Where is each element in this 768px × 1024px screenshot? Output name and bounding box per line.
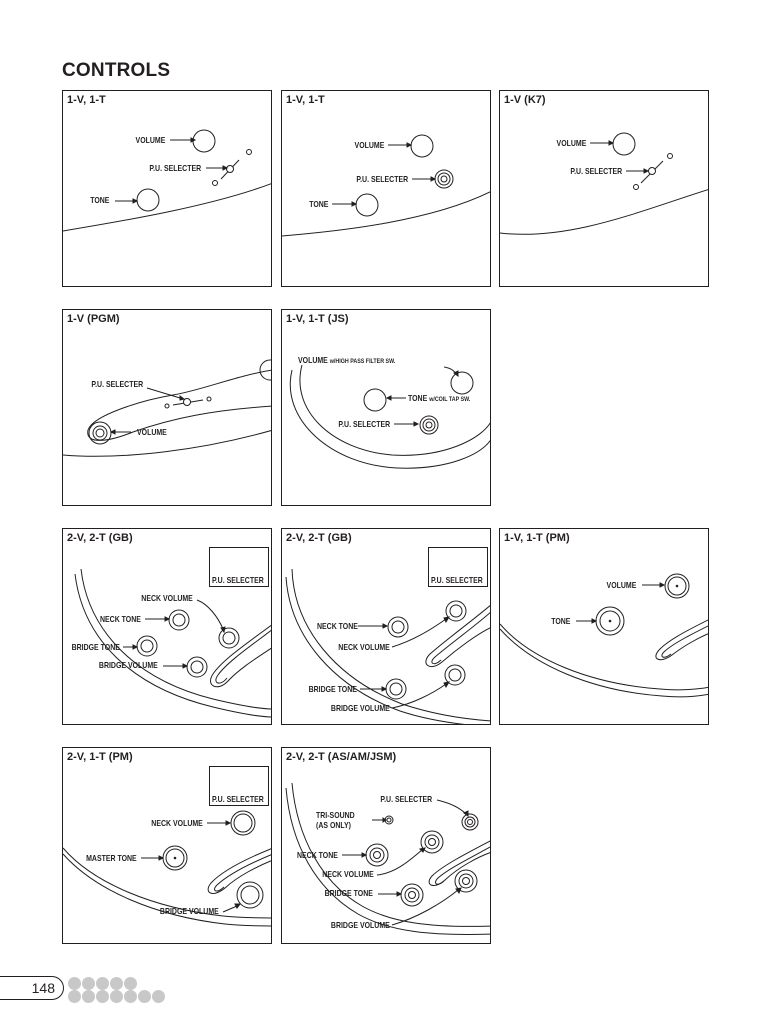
diagram-1v-pgm: 1-V (PGM) P.U. SELECTER VOLUME xyxy=(62,309,272,506)
diagram-2v-2t-as-am-jsm: 2-V, 2-T (AS/AM/JSM) P.U. SELECTER TRI-S… xyxy=(281,747,491,944)
label-tone: TONE xyxy=(308,199,328,209)
footer-dot xyxy=(68,990,81,1003)
label-pu-selecter: P.U. SELECTER xyxy=(338,419,390,429)
label-tri-sound: TRI-SOUND(AS ONLY) xyxy=(316,810,355,830)
panel-title: 1-V, 1-T (JS) xyxy=(286,313,349,325)
label-pu-selecter: P.U. SELECTER xyxy=(356,174,408,184)
panel-title: 2-V, 1-T (PM) xyxy=(67,751,133,763)
label-pu-selecter: P.U. SELECTER xyxy=(212,575,264,585)
panel-title: 1-V, 1-T (PM) xyxy=(504,532,570,544)
label-bridge-volume: BRIDGE VOLUME xyxy=(160,906,219,916)
label-neck-volume: NECK VOLUME xyxy=(338,642,390,652)
label-volume: VOLUME xyxy=(354,140,384,150)
footer-dot xyxy=(96,977,109,990)
diagram-1v-1t-a: 1-V, 1-T VOLUME P.U. SELECTER TONE xyxy=(62,90,272,287)
panel-title: 2-V, 2-T (GB) xyxy=(67,532,133,544)
page-title: CONTROLS xyxy=(62,60,171,81)
panel-title: 1-V, 1-T xyxy=(286,94,325,106)
pu-selecter-box: P.U. SELECTER xyxy=(209,547,269,587)
label-neck-tone: NECK TONE xyxy=(297,850,338,860)
diagram-1v-1t-b: 1-V, 1-T VOLUME P.U. SELECTER TONE xyxy=(281,90,491,287)
diagram-1v-1t-pm: 1-V, 1-T (PM) VOLUME TONE xyxy=(499,528,709,725)
footer-dot xyxy=(68,977,81,990)
diagram-1v-1t-js: 1-V, 1-T (JS) VOLUME w/HIGH PASS FILTER … xyxy=(281,309,491,506)
diagram-2v-1t-pm: 2-V, 1-T (PM) P.U. SELECTER NECK VOLUME … xyxy=(62,747,272,944)
label-pu-selecter: P.U. SELECTER xyxy=(91,379,143,389)
label-volume: VOLUME xyxy=(556,138,586,148)
label-tone: TONE xyxy=(550,616,570,626)
panel-title: 2-V, 2-T (AS/AM/JSM) xyxy=(286,751,397,763)
label-neck-tone: NECK TONE xyxy=(317,621,358,631)
footer-dot xyxy=(96,990,109,1003)
label-bridge-tone: BRIDGE TONE xyxy=(71,642,120,652)
label-master-tone: MASTER TONE xyxy=(86,853,137,863)
label-bridge-tone: BRIDGE TONE xyxy=(324,888,373,898)
page-number: 148 xyxy=(0,976,64,1000)
label-bridge-volume: BRIDGE VOLUME xyxy=(331,920,390,930)
footer-dot xyxy=(82,977,95,990)
label-pu-selecter: P.U. SELECTER xyxy=(149,163,201,173)
pu-selecter-box: P.U. SELECTER xyxy=(428,547,488,587)
label-neck-volume: NECK VOLUME xyxy=(322,869,374,879)
label-neck-tone: NECK TONE xyxy=(100,614,141,624)
diagram-1v-k7: 1-V (K7) VOLUME P.U. SELECTER xyxy=(499,90,709,287)
label-volume: VOLUME xyxy=(606,580,636,590)
label-volume: VOLUME xyxy=(135,135,165,145)
diagram-2v-2t-gb-a: 2-V, 2-T (GB) P.U. SELECTER NECK VOLUME … xyxy=(62,528,272,725)
panel-title: 1-V (PGM) xyxy=(67,313,120,325)
footer-dot xyxy=(110,977,123,990)
label-tone: TONE xyxy=(89,195,109,205)
footer-dot xyxy=(138,990,151,1003)
label-volume: VOLUME xyxy=(137,427,167,437)
diagram-2v-2t-gb-b: 2-V, 2-T (GB) P.U. SELECTER NECK TONE NE… xyxy=(281,528,491,725)
label-neck-volume: NECK VOLUME xyxy=(141,593,193,603)
label-bridge-volume: BRIDGE VOLUME xyxy=(331,703,390,713)
footer-dot xyxy=(110,990,123,1003)
footer-dot xyxy=(152,990,165,1003)
label-pu-selecter: P.U. SELECTER xyxy=(570,166,622,176)
label-pu-selecter: P.U. SELECTER xyxy=(431,575,483,585)
pu-selecter-box: P.U. SELECTER xyxy=(209,766,269,806)
panel-title: 1-V, 1-T xyxy=(67,94,106,106)
label-neck-volume: NECK VOLUME xyxy=(151,818,203,828)
label-bridge-tone: BRIDGE TONE xyxy=(308,684,357,694)
panel-title: 2-V, 2-T (GB) xyxy=(286,532,352,544)
footer-dot xyxy=(124,990,137,1003)
label-pu-selecter: P.U. SELECTER xyxy=(212,794,264,804)
label-volume: VOLUME w/HIGH PASS FILTER SW. xyxy=(298,355,396,365)
footer-dot xyxy=(82,990,95,1003)
label-bridge-volume: BRIDGE VOLUME xyxy=(99,660,158,670)
footer-dot xyxy=(124,977,137,990)
label-pu-selecter: P.U. SELECTER xyxy=(380,794,432,804)
panel-title: 1-V (K7) xyxy=(504,94,546,106)
label-tone: TONE w/COIL TAP SW. xyxy=(408,393,471,403)
